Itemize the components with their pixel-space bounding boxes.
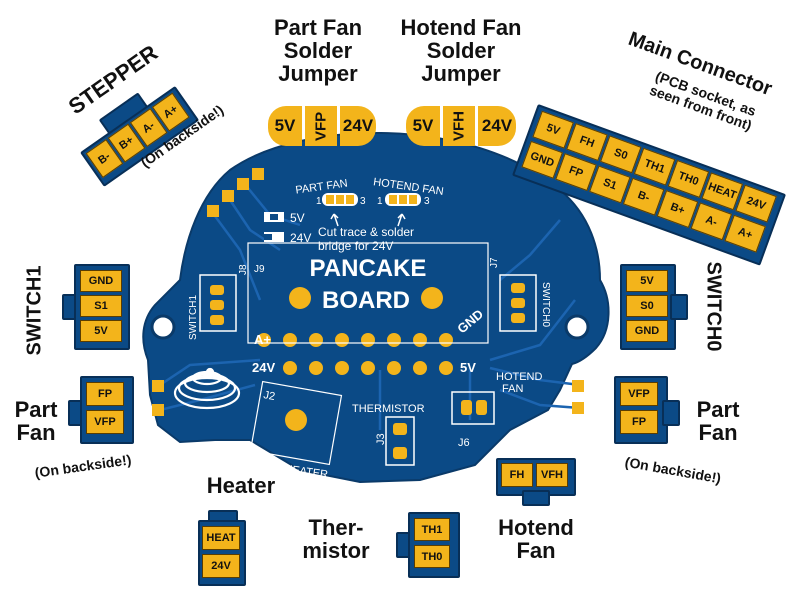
silk-j6: J6 xyxy=(458,437,470,449)
hotend-fan-connector: FH VFH xyxy=(496,458,576,508)
silk-cut-trace-2: bridge for 24V xyxy=(318,239,393,253)
hotend-fan-title-2: Fan xyxy=(516,538,556,564)
silk-jumper-num1: 1 xyxy=(316,196,322,207)
part-fan-jumper-5v: 5V xyxy=(268,106,302,146)
silk-switch1: SWITCH1 xyxy=(188,295,199,340)
switch0-pin-gnd: GND xyxy=(626,320,668,342)
switch1-pin-5v: 5V xyxy=(80,320,122,342)
part-fan-right-title-2: Fan xyxy=(698,420,738,446)
silk-cut-trace-1: Cut trace & solder xyxy=(318,225,414,239)
heater-pin-24v: 24V xyxy=(202,554,240,578)
switch1-title: SWITCH1 xyxy=(23,265,46,356)
silk-j7: J7 xyxy=(489,257,500,268)
silk-5v: 5V xyxy=(460,360,476,375)
part-fan-jumper-title-3: Jumper xyxy=(278,61,358,87)
hotend-fan-title-1: Hotend xyxy=(498,515,574,540)
part-fan-left-pin-vfp: VFP xyxy=(86,410,124,434)
pcb-outline xyxy=(142,132,610,484)
part-fan-right-title-1: Part xyxy=(696,397,740,422)
part-fan-jumper-title-2: Solder xyxy=(283,38,353,64)
hotend-fan-title: Hotend Fan xyxy=(486,516,586,562)
part-fan-right-pin-vfp: VFP xyxy=(620,382,658,406)
hotend-fan-jumper-pads: 5V VFH 24V xyxy=(406,106,516,146)
part-fan-right-title: Part Fan xyxy=(688,398,748,444)
hotend-fan-jumper-24v: 24V xyxy=(478,106,516,146)
thermistor-title: Ther- mistor xyxy=(296,516,376,562)
hotend-fan-jumper-title-1: Hotend Fan xyxy=(400,15,522,40)
silk-hotend-fan-1: HOTEND xyxy=(496,371,543,383)
silk-hotend-fan-2: FAN xyxy=(502,383,523,395)
thermistor-title-1: Ther- xyxy=(308,515,364,540)
switch1-pin-gnd: GND xyxy=(80,270,122,292)
thermistor-pin-th1: TH1 xyxy=(414,518,450,541)
part-fan-jumper-pads: 5V VFP 24V xyxy=(268,106,376,146)
part-fan-right-connector: VFP FP xyxy=(614,376,680,444)
hotend-fan-pin-vfh: VFH xyxy=(536,463,568,487)
silk-jumper-num3b: 3 xyxy=(424,196,430,207)
part-fan-left-title-1: Part xyxy=(14,397,58,422)
part-fan-jumper-title-1: Part Fan xyxy=(273,15,363,40)
switch0-pin-s0: S0 xyxy=(626,295,668,317)
board-title-1: PANCAKE xyxy=(310,255,427,282)
silk-a-plus: A+ xyxy=(254,332,271,347)
part-fan-right-pin-fp: FP xyxy=(620,410,658,434)
silk-j3: J3 xyxy=(375,433,387,445)
hotend-fan-pin-fh: FH xyxy=(501,463,533,487)
part-fan-jumper-vfp: VFP xyxy=(305,106,337,146)
pancake-logo xyxy=(173,367,241,410)
part-fan-left-pin-fp: FP xyxy=(86,382,124,406)
switch1-pin-s1: S1 xyxy=(80,295,122,317)
part-fan-left-title-2: Fan xyxy=(16,420,56,446)
thermistor-connector: TH1 TH0 xyxy=(396,512,462,578)
silk-24v: 24V xyxy=(252,360,275,375)
silk-jumper-num1b: 1 xyxy=(377,196,383,207)
silk-j9: J9 xyxy=(254,264,265,275)
mounting-hole-left xyxy=(150,314,176,340)
part-fan-left-title: Part Fan xyxy=(6,398,66,444)
hotend-fan-jumper-title: Hotend Fan Solder Jumper xyxy=(386,16,536,85)
part-fan-left-connector: FP VFP xyxy=(68,376,134,444)
silk-5v-legend: 5V xyxy=(290,211,305,225)
switch1-connector: GND S1 5V xyxy=(62,264,132,352)
hotend-fan-jumper-title-2: Solder xyxy=(426,38,496,64)
silk-thermistor: THERMISTOR xyxy=(352,403,425,415)
silk-j2: J2 xyxy=(262,389,276,403)
heater-connector: HEAT 24V xyxy=(198,510,248,586)
hotend-fan-jumper-5v: 5V xyxy=(406,106,440,146)
thermistor-title-2: mistor xyxy=(302,538,370,564)
board-title-2: BOARD xyxy=(322,287,410,314)
thermistor-pin-th0: TH0 xyxy=(414,545,450,568)
hotend-fan-jumper-title-3: Jumper xyxy=(421,61,501,87)
part-fan-jumper-title: Part Fan Solder Jumper xyxy=(258,16,378,85)
switch0-connector: 5V S0 GND xyxy=(620,264,692,352)
part-fan-jumper-24v: 24V xyxy=(340,106,376,146)
hotend-fan-jumper-vfh: VFH xyxy=(443,106,475,146)
switch0-title: SWITCH0 xyxy=(702,261,725,352)
board-jumper-part-fan xyxy=(322,193,358,206)
silk-j8: J8 xyxy=(238,264,249,275)
board-jumper-hotend-fan xyxy=(385,193,421,206)
switch0-pin-5v: 5V xyxy=(626,270,668,292)
heater-title: Heater xyxy=(206,473,276,498)
silk-24v-legend: 24V xyxy=(290,231,311,245)
heater-pin-heat: HEAT xyxy=(202,526,240,550)
mounting-hole-right xyxy=(564,314,590,340)
silk-switch0: SWITCH0 xyxy=(540,282,551,327)
silk-jumper-num3: 3 xyxy=(360,196,366,207)
